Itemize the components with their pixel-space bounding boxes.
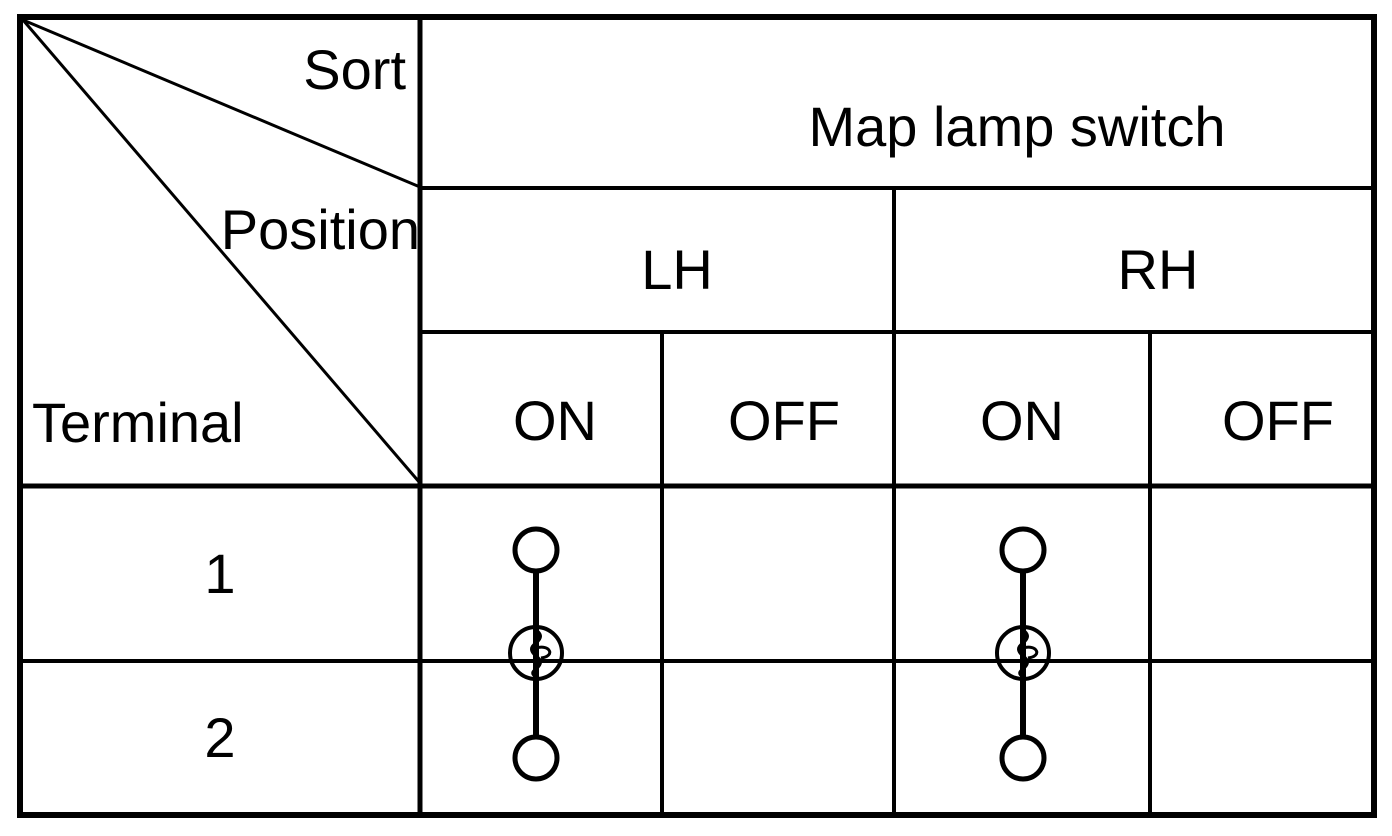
state-header-lh-off: OFF	[728, 389, 840, 452]
terminal-row-label-1: 1	[204, 541, 236, 605]
lamp-bulb-icon	[508, 625, 564, 681]
state-header-rh-off: OFF	[1222, 389, 1334, 452]
lamp-bulb-icon	[995, 625, 1051, 681]
corner-sort-label: Sort	[303, 38, 406, 101]
terminal-1-contact-icon	[999, 526, 1047, 574]
continuity-symbol-rh-on	[995, 526, 1051, 782]
state-header-rh-on: ON	[980, 389, 1064, 452]
terminal-2-contact-icon	[999, 734, 1047, 782]
lamp-filament-icon	[530, 628, 552, 678]
lamp-filament-icon	[1017, 628, 1039, 678]
diagonal-position-terminal	[21, 19, 422, 484]
corner-position-label: Position	[220, 198, 420, 261]
state-header-lh-on: ON	[513, 389, 597, 452]
position-header-rh: RH	[1117, 238, 1199, 301]
terminal-row-label-2: 2	[204, 706, 236, 769]
switch-name-header: Map lamp switch	[808, 94, 1226, 158]
corner-terminal-label: Terminal	[32, 391, 244, 454]
terminal-2-contact-icon	[512, 734, 560, 782]
diagonal-sort-position	[22, 18, 421, 189]
terminal-1-contact-icon	[512, 526, 560, 574]
table-outer-border	[17, 14, 1377, 818]
continuity-symbol-lh-on	[508, 526, 564, 782]
position-header-lh: LH	[641, 238, 713, 301]
